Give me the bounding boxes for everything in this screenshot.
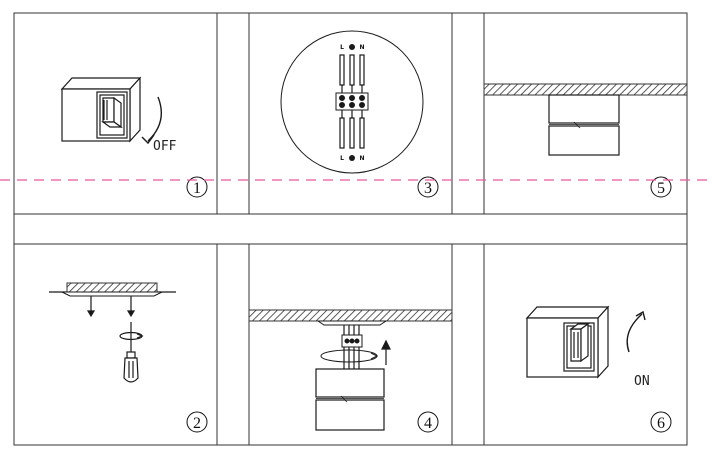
screwdriver-icon xyxy=(119,322,144,383)
panel-5: 5 xyxy=(483,83,688,198)
panel-6: ON 6 xyxy=(525,305,672,433)
mounting-plate-icon xyxy=(61,291,163,297)
terminal-block-icon xyxy=(335,92,369,111)
terminal-label-n-bottom: N xyxy=(359,155,364,162)
step-number: 3 xyxy=(424,180,432,197)
rotation-arrow-head xyxy=(370,352,379,360)
ground-icon xyxy=(349,155,355,161)
step-number-circle xyxy=(186,176,208,198)
arrow-head-icon xyxy=(141,134,155,145)
step-number: 4 xyxy=(424,415,432,432)
terminal-label-n-top: N xyxy=(359,44,364,51)
up-arrow-icon xyxy=(381,339,391,365)
detail-circle xyxy=(280,30,424,174)
panel-1: OFF 1 xyxy=(60,76,208,198)
step-number-circle xyxy=(650,176,672,198)
step-number: 5 xyxy=(657,180,665,197)
ground-icon xyxy=(349,44,355,50)
panel-4: 4 xyxy=(248,309,453,433)
step-number-circle xyxy=(186,411,208,433)
wall-switch-icon xyxy=(60,76,142,143)
cylinder-lamp-icon xyxy=(315,368,385,431)
step-number: 2 xyxy=(193,415,201,432)
step-number: 6 xyxy=(657,415,665,432)
curved-arrow-icon xyxy=(626,313,643,353)
step-number-circle xyxy=(650,411,672,433)
step-number-circle xyxy=(417,176,439,198)
frame xyxy=(13,12,688,446)
state-label-off: OFF xyxy=(153,139,177,154)
panel-3: L N L N xyxy=(280,30,439,198)
step-number-circle xyxy=(417,411,439,433)
state-label-on: ON xyxy=(634,374,650,389)
ceiling-hatch-icon xyxy=(66,282,158,293)
lower-wires xyxy=(339,110,365,149)
panel-2: 2 xyxy=(49,282,208,433)
terminal-label-l-bottom: L xyxy=(340,155,344,162)
step-number: 1 xyxy=(193,180,201,197)
wall-switch-icon xyxy=(525,305,610,379)
mounting-plate-icon xyxy=(316,320,388,326)
ceiling-hatch-icon xyxy=(483,83,688,96)
curved-arrow-icon xyxy=(147,96,162,142)
cylinder-lamp-icon xyxy=(548,94,620,156)
terminal-block-icon xyxy=(341,334,363,348)
upper-wires xyxy=(339,54,365,93)
screw-icon xyxy=(86,296,136,318)
arrow-head-icon xyxy=(635,310,646,321)
ceiling-hatch-icon xyxy=(248,309,453,322)
terminal-label-l-top: L xyxy=(340,44,344,51)
